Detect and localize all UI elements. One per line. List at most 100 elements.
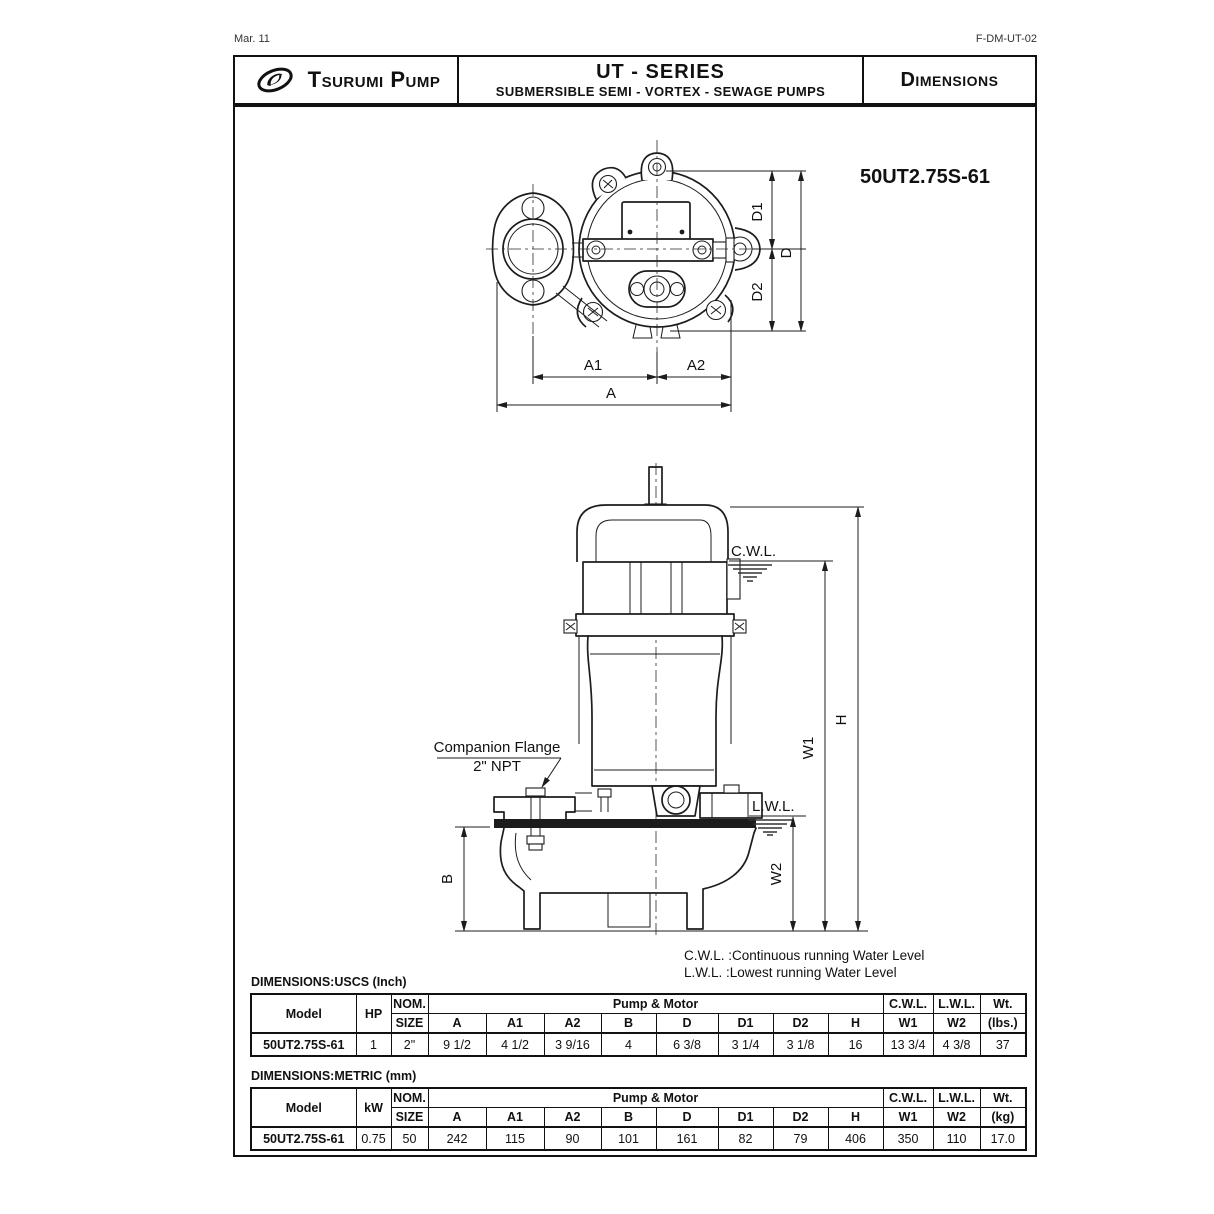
uscs-dimensions-table: Model HP NOM. Pump & Motor C.W.L. L.W.L.…	[250, 993, 1028, 1057]
tsurumi-logo-icon	[256, 67, 293, 93]
dim-label-b: B	[439, 874, 456, 884]
lwl-water-level-icon	[748, 819, 792, 836]
legend-cwl: C.W.L. :Continuous running Water Level	[684, 948, 925, 963]
date-note: Mar. 11	[234, 33, 270, 45]
lifting-handle	[576, 504, 729, 562]
metric-header-wt: Wt.	[979, 1087, 1027, 1108]
dim-label-h: H	[833, 715, 850, 726]
uscs-d2-value: 3 1/8	[772, 1032, 829, 1057]
legend-lwl: L.W.L. :Lowest running Water Level	[684, 965, 897, 980]
uscs-header-group: Pump & Motor	[427, 993, 884, 1014]
metric-header-nom: NOM.	[390, 1087, 429, 1108]
dim-label-d2: D2	[749, 282, 766, 301]
uscs-wt-value: 37	[979, 1032, 1027, 1057]
dim-label-w2: W2	[768, 863, 785, 886]
metric-h-value: 406	[827, 1126, 884, 1151]
metric-power-value: 0.75	[355, 1126, 392, 1151]
sheet-title: Dimensions	[900, 68, 999, 91]
motor-casing	[582, 561, 728, 619]
document-number: F-DM-UT-02	[975, 33, 1037, 45]
metric-header-d1: D1	[717, 1107, 774, 1128]
lwl-label: L.W.L.	[752, 798, 795, 815]
title-block: Tsurumi Pump UT - SERIES SUBMERSIBLE SEM…	[233, 55, 1037, 105]
metric-header-group: Pump & Motor	[427, 1087, 884, 1108]
uscs-header-a: A	[427, 1013, 487, 1034]
uscs-size-value: 2"	[390, 1032, 429, 1057]
uscs-power-value: 1	[355, 1032, 392, 1057]
metric-header-size: SIZE	[390, 1107, 429, 1128]
metric-header-a1: A1	[485, 1107, 545, 1128]
metric-model-value: 50UT2.75S-61	[250, 1126, 357, 1151]
uscs-header-wt-unit: (lbs.)	[979, 1013, 1027, 1034]
metric-header-a: A	[427, 1107, 487, 1128]
dim-label-d: D	[778, 247, 795, 258]
metric-header-a2: A2	[543, 1107, 602, 1128]
metric-wt-value: 17.0	[979, 1126, 1027, 1151]
uscs-header-nom: NOM.	[390, 993, 429, 1014]
brand-cell: Tsurumi Pump	[235, 57, 459, 103]
uscs-header-cwl: C.W.L.	[882, 993, 934, 1014]
metric-header-cwl: C.W.L.	[882, 1087, 934, 1108]
uscs-header-lwl: L.W.L.	[932, 993, 981, 1014]
uscs-w1-value: 13 3/4	[882, 1032, 934, 1057]
brand-name: Tsurumi Pump	[307, 67, 441, 92]
series-subtitle: SUBMERSIBLE SEMI - VORTEX - SEWAGE PUMPS	[495, 83, 826, 99]
metric-w2-value: 110	[932, 1126, 981, 1151]
dim-label-a2: A2	[687, 357, 705, 374]
metric-a-value: 242	[427, 1126, 487, 1151]
metric-data-row: 50UT2.75S-61 0.75 50 242 115 90 101 161 …	[250, 1126, 1027, 1151]
uscs-header-h: H	[827, 1013, 884, 1034]
uscs-table-caption: DIMENSIONS:USCS (Inch)	[251, 975, 407, 989]
dim-label-a: A	[606, 385, 616, 402]
uscs-header-b: B	[600, 1013, 657, 1034]
metric-header-h: H	[827, 1107, 884, 1128]
series-title: UT - SERIES	[596, 60, 725, 83]
dim-label-a1: A1	[584, 357, 602, 374]
model-label: 50UT2.75S-61	[860, 166, 990, 188]
uscs-a2-value: 3 9/16	[543, 1032, 602, 1057]
metric-d-value: 161	[655, 1126, 719, 1151]
cwl-label: C.W.L.	[731, 543, 776, 560]
dim-label-d1: D1	[749, 202, 766, 221]
junction-box	[621, 201, 691, 241]
flange-web	[555, 285, 608, 328]
metric-b-value: 101	[600, 1126, 657, 1151]
uscs-header-d1: D1	[717, 1013, 774, 1034]
metric-header-d2: D2	[772, 1107, 829, 1128]
pump-dimension-drawing: 50UT2.75S-61	[434, 140, 990, 938]
side-view-drawing: C.W.L. L.W.L. Companion Flange 2" NPT H …	[434, 463, 868, 938]
flange-note-line2: 2" NPT	[473, 758, 521, 775]
metric-header-b: B	[600, 1107, 657, 1128]
uscs-header-a1: A1	[485, 1013, 545, 1034]
metric-d2-value: 79	[772, 1126, 829, 1151]
uscs-header-d: D	[655, 1013, 719, 1034]
metric-table-caption: DIMENSIONS:METRIC (mm)	[251, 1069, 417, 1083]
uscs-d1-value: 3 1/4	[717, 1032, 774, 1057]
uscs-model-value: 50UT2.75S-61	[250, 1032, 357, 1057]
sheet-title-cell: Dimensions	[864, 57, 1035, 103]
top-view-drawing: 50UT2.75S-61	[486, 140, 990, 412]
uscs-header-w1: W1	[882, 1013, 934, 1034]
metric-dimensions-table: Model kW NOM. Pump & Motor C.W.L. L.W.L.…	[250, 1087, 1028, 1151]
flange-note-leader	[541, 757, 562, 788]
dim-label-w1: W1	[800, 737, 817, 760]
metric-header-power: kW	[355, 1087, 392, 1128]
metric-header-d: D	[655, 1107, 719, 1128]
metric-header-wt-unit: (kg)	[979, 1107, 1027, 1128]
uscs-h-value: 16	[827, 1032, 884, 1057]
uscs-header-model: Model	[250, 993, 357, 1034]
cwl-water-level-icon	[728, 564, 772, 582]
metric-header-lwl: L.W.L.	[932, 1087, 981, 1108]
flange-note-line1: Companion Flange	[434, 739, 561, 756]
uscs-header-d2: D2	[772, 1013, 829, 1034]
metric-size-value: 50	[390, 1126, 429, 1151]
metric-a1-value: 115	[485, 1126, 545, 1151]
uscs-w2-value: 4 3/8	[932, 1032, 981, 1057]
metric-header-w1: W1	[882, 1107, 934, 1128]
base-gasket-band	[494, 819, 756, 828]
lower-left-ear	[576, 297, 587, 328]
uscs-d-value: 6 3/8	[655, 1032, 719, 1057]
uscs-b-value: 4	[600, 1032, 657, 1057]
metric-a2-value: 90	[543, 1126, 602, 1151]
